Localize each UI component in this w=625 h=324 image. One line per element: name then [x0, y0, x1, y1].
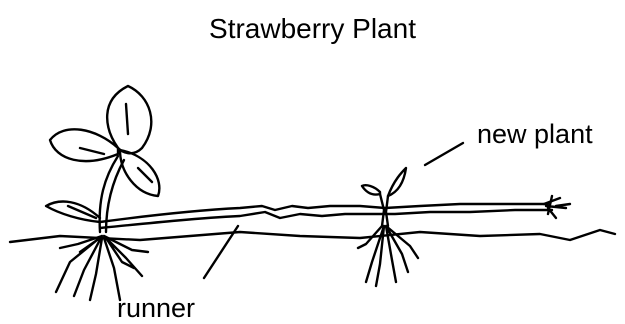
- runner-stem-upper: [100, 204, 548, 222]
- new-plant-stem: [380, 194, 388, 226]
- parent-leaf-right: [120, 150, 159, 196]
- parent-roots: [56, 236, 148, 300]
- parent-leaf-left: [50, 129, 118, 161]
- parent-leaf-top-vein: [126, 104, 128, 134]
- runner-label: runner: [117, 292, 195, 324]
- parent-leaf-left-vein: [80, 148, 104, 154]
- new-plant-leaf-right: [388, 168, 406, 196]
- parent-leaf-lower: [46, 202, 100, 222]
- new-plant-label: new plant: [477, 118, 593, 150]
- new-plant-roots: [358, 226, 418, 286]
- parent-leaf-right-vein: [138, 168, 152, 182]
- new-plant-leaf-left: [362, 185, 380, 194]
- runner-tip: [544, 196, 570, 218]
- new-plant-pointer: [425, 143, 463, 165]
